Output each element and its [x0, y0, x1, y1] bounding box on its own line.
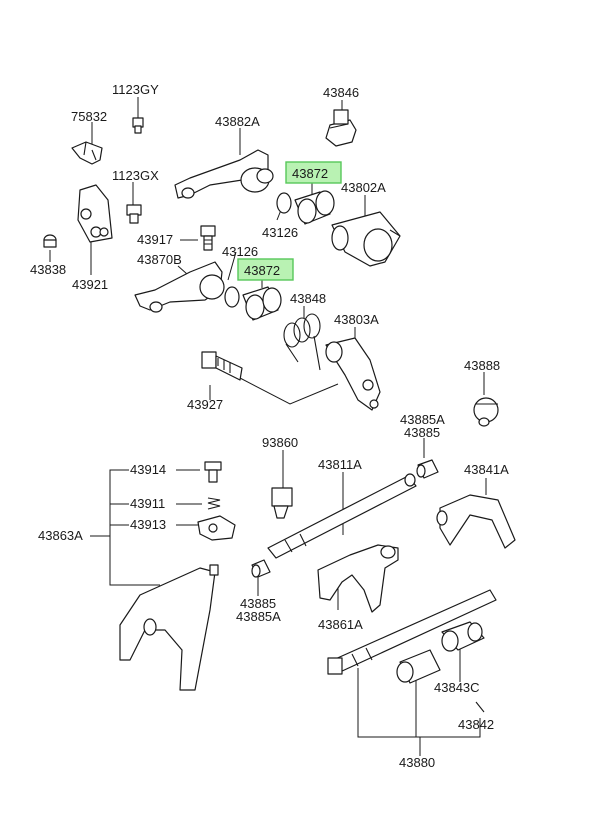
label-43838[interactable]: 43838: [30, 262, 66, 277]
part-shaft-43803a: [325, 337, 381, 411]
label-43885A-bot[interactable]: 43885A: [236, 609, 281, 624]
label-43802A[interactable]: 43802A: [341, 180, 386, 195]
part-pin-43846: [325, 109, 357, 147]
label-43911[interactable]: 43911: [130, 496, 165, 511]
label-43885A-top[interactable]: 43885A: [400, 412, 445, 427]
label-43882A[interactable]: 43882A: [215, 114, 260, 129]
label-43803A[interactable]: 43803A: [334, 312, 379, 327]
label-43846[interactable]: 43846: [323, 85, 359, 100]
part-sleeve-43880: [396, 649, 441, 684]
part-rail-43811a: [267, 473, 417, 559]
label-43861A[interactable]: 43861A: [318, 617, 363, 632]
part-bolt-1123gx: [126, 204, 142, 224]
label-43863A[interactable]: 43863A: [38, 528, 83, 543]
label-75832[interactable]: 75832: [71, 109, 107, 124]
label-43843C[interactable]: 43843C: [434, 680, 480, 695]
label-43872-top[interactable]: 43872: [292, 166, 328, 181]
part-labels: 1123GY 75832 43882A 43846 1123GX 43872 4…: [30, 82, 509, 770]
part-lever-43882a: [174, 149, 274, 199]
label-43885-bot[interactable]: 43885: [240, 596, 276, 611]
part-spring-43911: [207, 497, 221, 510]
part-detent-43927: [201, 351, 243, 381]
label-43913[interactable]: 43913: [130, 517, 166, 532]
part-collar-43888: [473, 397, 499, 427]
part-bushing-43872-b: [242, 286, 282, 321]
label-43888[interactable]: 43888: [464, 358, 500, 373]
part-sensor-93860: [271, 487, 293, 519]
part-ring-43126-a: [276, 192, 292, 214]
label-1123GY[interactable]: 1123GY: [112, 82, 159, 97]
part-lever-43870b: [134, 261, 225, 313]
label-43872-mid[interactable]: 43872: [244, 263, 280, 278]
label-43880[interactable]: 43880: [399, 755, 435, 770]
part-fork-43863a: [119, 564, 219, 691]
label-43126-a[interactable]: 43126: [262, 225, 298, 240]
part-bushing-43872-a: [294, 190, 335, 225]
part-collar-43843c: [441, 621, 485, 652]
label-43842[interactable]: 43842: [458, 717, 494, 732]
label-43885-top[interactable]: 43885: [404, 425, 440, 440]
label-43870B[interactable]: 43870B: [137, 252, 182, 267]
part-pin-43842: [475, 701, 485, 713]
part-pin-43914: [204, 461, 222, 483]
label-1123GX[interactable]: 1123GX: [112, 168, 159, 183]
part-block-43913: [197, 515, 236, 541]
label-43848[interactable]: 43848: [290, 291, 326, 306]
part-shaft-43802a: [331, 211, 401, 267]
label-43921[interactable]: 43921: [72, 277, 108, 292]
highlight-43872-top: [285, 161, 342, 184]
part-bolt-1123gy: [132, 117, 144, 134]
part-bushing-43885-bot: [251, 559, 271, 578]
highlight-43872-mid: [237, 258, 294, 281]
part-ring-43126-b: [224, 286, 240, 308]
label-43914[interactable]: 43914: [130, 462, 166, 477]
label-43811A[interactable]: 43811A: [318, 457, 362, 472]
part-bracket-43921: [77, 184, 113, 243]
part-washer-43838: [43, 234, 57, 248]
part-bolt-43917: [200, 225, 216, 251]
part-spring-43848: [283, 313, 321, 371]
part-clip-75832: [71, 141, 103, 165]
label-43841A[interactable]: 43841A: [464, 462, 509, 477]
part-bushing-43885-top: [416, 459, 439, 479]
label-43917[interactable]: 43917: [137, 232, 173, 247]
label-43927[interactable]: 43927: [187, 397, 223, 412]
label-93860[interactable]: 93860: [262, 435, 298, 450]
part-shaft-43880: [327, 589, 497, 675]
label-43126-b[interactable]: 43126: [222, 244, 258, 259]
part-fork-43841a: [436, 494, 516, 549]
part-fork-43861a: [317, 544, 399, 613]
